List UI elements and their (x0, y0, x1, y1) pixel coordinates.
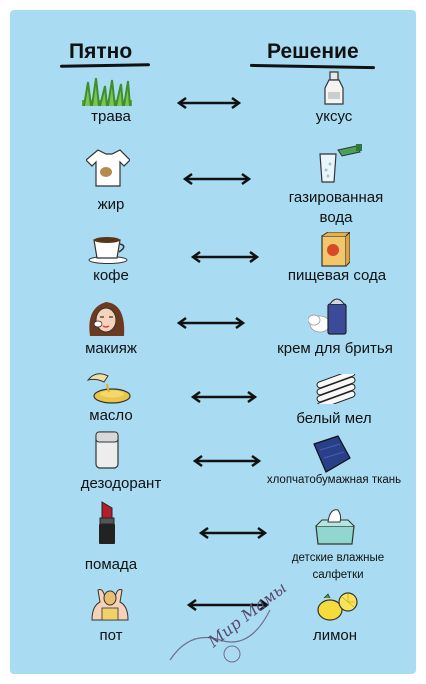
double-arrow-icon (192, 454, 262, 468)
stain-label: дезодорант (80, 475, 162, 492)
solution-label: пищевая сода (287, 267, 387, 284)
double-arrow-icon (190, 250, 260, 264)
stain-label: жир (97, 196, 125, 213)
stain-label: макияж (85, 340, 137, 357)
shaving-cream-icon (308, 298, 347, 335)
double-arrow-icon (176, 316, 246, 330)
sweat-icon (91, 589, 129, 621)
infographic-card: Пятно Решение трава уксус жир газированн… (10, 10, 416, 674)
oil-icon (86, 373, 131, 404)
stain-header-underline (59, 63, 151, 68)
vinegar-bottle-icon (324, 71, 344, 105)
deodorant-icon (95, 431, 119, 469)
solution-label: газированная вода (288, 189, 384, 226)
makeup-face-icon (89, 302, 125, 336)
solution-label: уксус (315, 108, 353, 125)
double-arrow-icon (182, 172, 252, 186)
stain-label: масло (89, 407, 133, 424)
solution-label: крем для бритья (277, 340, 393, 357)
stain-label: кофе (93, 267, 129, 284)
stain-label: трава (91, 108, 131, 125)
lipstick-icon (99, 501, 115, 544)
solution-label: хлопчатобумажная ткань (266, 474, 402, 486)
solution-label: белый мел (296, 410, 372, 427)
stain-column-header: Пятно (69, 40, 133, 63)
stain-label: помада (84, 556, 138, 573)
solution-label: лимон (312, 627, 358, 644)
baking-soda-box-icon (321, 232, 350, 267)
lemon-icon (317, 592, 358, 621)
watermark-decoration (169, 609, 271, 663)
double-arrow-icon (176, 96, 242, 110)
solution-label: детские влажные салфетки (291, 552, 385, 581)
solution-column-header: Решение (267, 40, 359, 63)
double-arrow-icon (190, 390, 258, 404)
solution-header-underline (249, 63, 376, 70)
soda-water-icon (319, 144, 362, 183)
grass-icon (82, 78, 132, 107)
stained-shirt-icon (86, 149, 130, 187)
double-arrow-icon (186, 598, 270, 612)
coffee-cup-icon (88, 237, 128, 264)
double-arrow-icon (198, 526, 268, 540)
cotton-cloth-icon (313, 435, 351, 473)
stain-label: пот (99, 627, 123, 644)
wet-wipes-icon (315, 509, 355, 545)
white-chalk-icon (316, 374, 356, 404)
